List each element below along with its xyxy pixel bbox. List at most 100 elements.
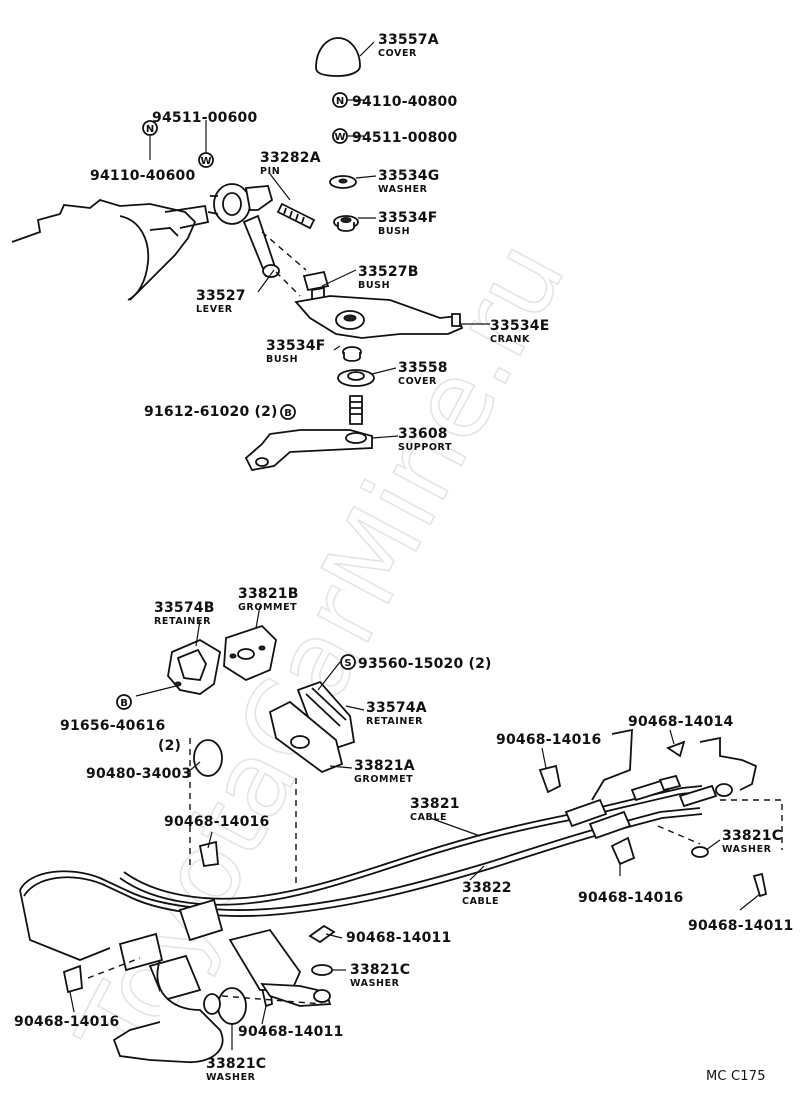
bush-33534f-bottom — [342, 346, 362, 362]
part-description: WASHER — [206, 1072, 256, 1083]
part-description: CABLE — [410, 812, 447, 823]
part-number: 33534F — [266, 338, 325, 354]
part-description: BUSH — [266, 354, 298, 365]
part-description: COVER — [378, 48, 417, 59]
part-number: 90468-14016 — [578, 890, 683, 906]
washer-mid — [311, 964, 333, 976]
part-number: 33534E — [490, 318, 549, 334]
part-number: 33534G — [378, 168, 439, 184]
part-number: 33821B — [238, 586, 299, 602]
dash-lower-4 — [87, 957, 141, 979]
part-number: 90468-14016 — [164, 814, 269, 830]
crank — [294, 295, 464, 339]
part-number: 33821C — [350, 962, 410, 978]
callout-91656: 91656-40616(2) — [60, 718, 181, 754]
callout-94511-00600: 94511-00600 — [152, 110, 257, 126]
callout-94110-40800: 94110-40800 — [352, 94, 457, 110]
part-description: CRANK — [490, 334, 530, 345]
dash-lower-3 — [657, 799, 783, 850]
part-description: WASHER — [378, 184, 428, 195]
part-number: 90468-14016 — [14, 1014, 119, 1030]
part-number: 33534F — [378, 210, 437, 226]
part-description: GROMMET — [238, 602, 297, 613]
bracket-right-a — [591, 728, 633, 801]
callout-90468-14011-low: 90468-14011 — [238, 1024, 343, 1040]
callout-90468-14016-b: 90468-14016 — [164, 814, 269, 830]
part-number: 94110-40600 — [90, 168, 195, 184]
leader-lines — [69, 41, 761, 1050]
part-number: 33608 — [398, 426, 448, 442]
part-description: RETAINER — [366, 716, 423, 727]
transmission-end-lower — [112, 898, 332, 1063]
part-number: 90468-14016 — [496, 732, 601, 748]
part-number: 33821C — [722, 828, 782, 844]
cable-33821 — [119, 785, 703, 906]
part-description: LEVER — [196, 304, 233, 315]
part-description: WASHER — [722, 844, 772, 855]
diagram-code: MC C175 — [706, 1069, 766, 1084]
shift-lever — [207, 183, 280, 278]
svg-text:N: N — [146, 124, 154, 135]
svg-text:W: W — [200, 156, 211, 167]
clips — [62, 740, 768, 1008]
callout-90468-14011-right: 90468-14011 — [688, 918, 793, 934]
part-number: 33574A — [366, 700, 427, 716]
part-number: 90468-14011 — [688, 918, 793, 934]
part-number: 33527 — [196, 288, 246, 304]
callout-90468-14016-a: 90468-14016 — [496, 732, 601, 748]
part-description: WASHER — [350, 978, 400, 989]
svg-text:B: B — [120, 698, 128, 709]
part-number: 33527B — [358, 264, 419, 280]
part-description: COVER — [398, 376, 437, 387]
svg-text:N: N — [336, 96, 344, 107]
part-number: 33282A — [260, 150, 321, 166]
part-description: BUSH — [378, 226, 410, 237]
cable-33822 — [19, 807, 703, 961]
washer-33534g — [329, 175, 357, 189]
plug-90480 — [193, 739, 223, 777]
part-number: 33821C — [206, 1056, 266, 1072]
part-number: 33821 — [410, 796, 460, 812]
cover-33558 — [337, 369, 375, 387]
svg-text:W: W — [334, 132, 345, 143]
callout-90480: 90480-34003 — [86, 766, 191, 782]
retainer-33574b — [167, 638, 221, 695]
support — [244, 395, 373, 472]
part-description: PIN — [260, 166, 280, 177]
part-number: 90468-14011 — [346, 930, 451, 946]
cable-end-right — [564, 774, 733, 840]
part-number: 91656-40616 — [60, 718, 165, 734]
part-number: 91612-61020 (2) — [144, 404, 278, 420]
part-number: 33822 — [462, 880, 512, 896]
grommet-33821a — [268, 700, 344, 774]
part-description: RETAINER — [154, 616, 211, 627]
part-number: 94511-00600 — [152, 110, 257, 126]
part-description: BUSH — [358, 280, 390, 291]
dash-lower-5 — [221, 995, 323, 1005]
symbol-circles: N W N W B S B — [116, 92, 356, 710]
part-number: 94511-00800 — [352, 130, 457, 146]
bracket-right-b — [699, 736, 758, 791]
part-number: 93560-15020 (2) — [358, 656, 492, 672]
part-number: 94110-40800 — [352, 94, 457, 110]
part-description: GROMMET — [354, 774, 413, 785]
cover-dome — [315, 37, 361, 77]
part-number: 33557A — [378, 32, 439, 48]
svg-text:B: B — [284, 408, 292, 419]
